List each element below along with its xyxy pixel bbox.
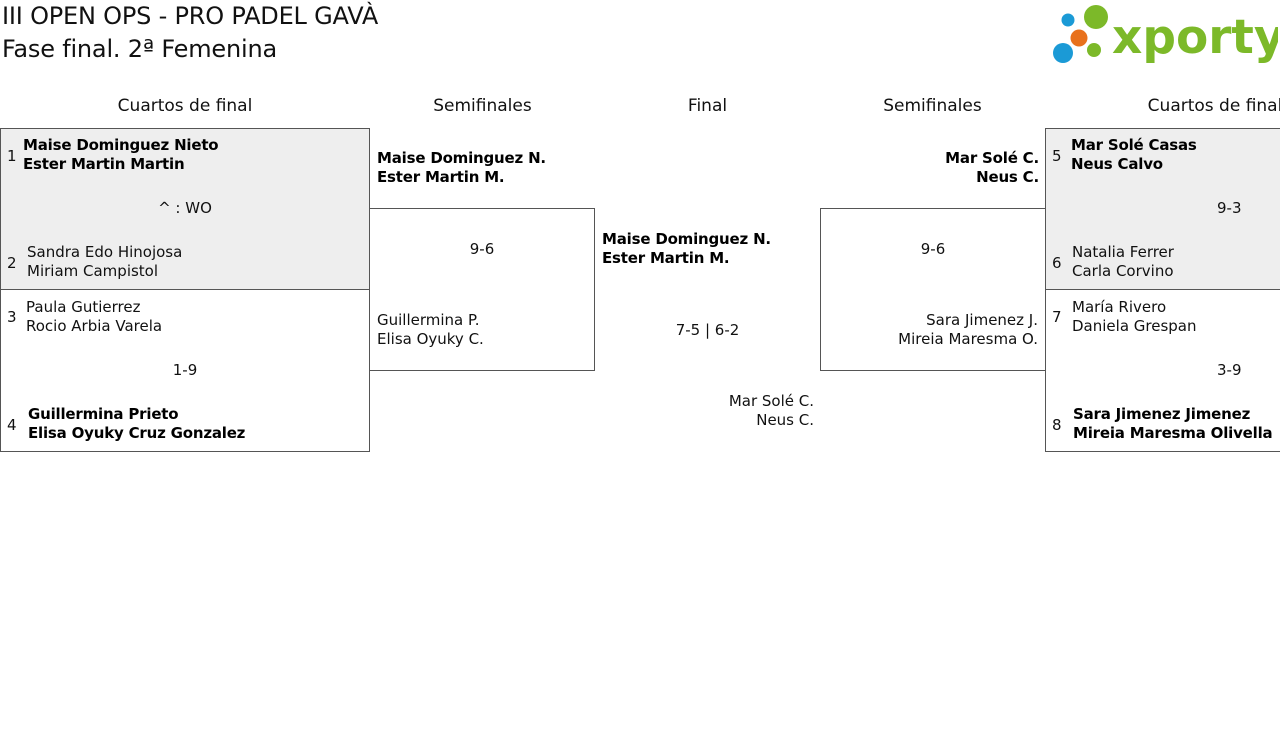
round-header-right-quarters: Cuartos de final	[1147, 96, 1280, 116]
player-name: Natalia Ferrer	[1072, 243, 1174, 261]
player-name: Neus Calvo	[1071, 155, 1163, 173]
round-header-left-semis: Semifinales	[433, 96, 532, 116]
logo-dot-blue-small-icon	[1061, 13, 1075, 27]
match-score: 1-9	[172, 361, 198, 379]
logo-dot-orange-icon	[1070, 29, 1088, 47]
player-name: Maise Dominguez Nieto	[23, 136, 219, 154]
left-quarter-match-2	[0, 289, 370, 452]
phase-title: Fase final. 2ª Femenina	[2, 35, 277, 63]
xporty-logo-icon: xporty	[1053, 5, 1280, 65]
round-header-final: Final	[687, 96, 728, 116]
match-score: ^ : WO	[158, 199, 212, 217]
seed-number: 6	[1052, 254, 1062, 272]
seed-number: 5	[1052, 147, 1062, 165]
round-header-right-semis: Semifinales	[883, 96, 982, 116]
player-name: Mar Solé C.	[728, 392, 814, 410]
player-name: Neus C.	[976, 168, 1039, 186]
player-name: Ester Martin M.	[377, 168, 505, 186]
left-quarter-match-1	[0, 128, 370, 290]
player-name: Guillermina P.	[377, 311, 480, 329]
player-name: Mar Solé Casas	[1071, 136, 1197, 154]
tournament-title: III OPEN OPS - PRO PADEL GAVÀ	[2, 2, 379, 30]
player-name: Elisa Oyuky C.	[377, 330, 484, 348]
player-name: Daniela Grespan	[1072, 317, 1197, 335]
player-name: Paula Gutierrez	[26, 298, 141, 316]
seed-number: 3	[7, 308, 17, 326]
left-semi-connector	[369, 208, 595, 371]
player-name: Carla Corvino	[1072, 262, 1174, 280]
seed-number: 7	[1052, 308, 1062, 326]
right-quarter-match-1	[1045, 128, 1280, 290]
right-semi-connector	[820, 208, 1046, 371]
logo-dot-green-small-icon	[1087, 43, 1101, 57]
seed-number: 4	[7, 416, 17, 434]
right-quarter-match-2	[1045, 289, 1280, 452]
player-name: Mar Solé C.	[945, 149, 1039, 167]
player-name: Ester Martin Martin	[23, 155, 185, 173]
match-score: 9-3	[1217, 199, 1242, 217]
round-header-left-quarters: Cuartos de final	[117, 96, 253, 116]
seed-number: 1	[7, 147, 17, 165]
player-name: Elisa Oyuky Cruz Gonzalez	[28, 424, 246, 442]
match-score: 3-9	[1217, 361, 1242, 379]
player-name: Maise Dominguez N.	[602, 230, 771, 248]
seed-number: 8	[1052, 416, 1062, 434]
xporty-logo: xporty	[1050, 2, 1280, 68]
player-name: Mireia Maresma O.	[898, 330, 1038, 348]
player-name: Maise Dominguez N.	[377, 149, 546, 167]
logo-dot-green-large-icon	[1084, 5, 1108, 29]
player-name: Sara Jimenez J.	[926, 311, 1038, 329]
logo-text: xporty	[1112, 10, 1278, 65]
player-name: Miriam Campistol	[27, 262, 159, 280]
player-name: Guillermina Prieto	[28, 405, 179, 423]
player-name: María Rivero	[1072, 298, 1167, 316]
seed-number: 2	[7, 254, 17, 272]
player-name: Ester Martin M.	[602, 249, 730, 267]
logo-dot-blue-large-icon	[1053, 43, 1073, 63]
player-name: Sara Jimenez Jimenez	[1073, 405, 1251, 423]
player-name: Rocio Arbia Varela	[26, 317, 163, 335]
player-name: Neus C.	[756, 411, 814, 429]
final-score: 7-5 | 6-2	[675, 321, 740, 339]
match-score: 9-6	[469, 240, 495, 258]
player-name: Sandra Edo Hinojosa	[27, 243, 183, 261]
match-score: 9-6	[920, 240, 946, 258]
player-name: Mireia Maresma Olivella	[1073, 424, 1273, 442]
